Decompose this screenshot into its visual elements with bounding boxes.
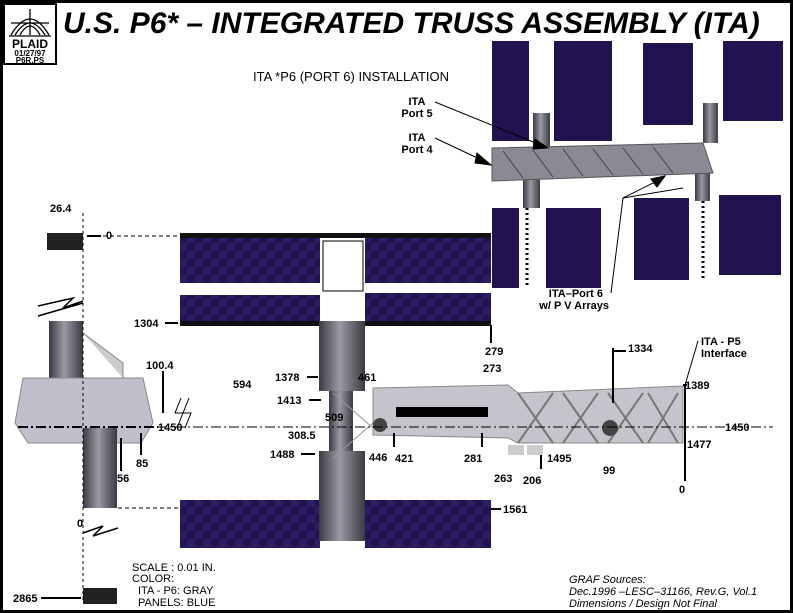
dim-1450-left: 1450 xyxy=(158,422,182,434)
solar-panel xyxy=(180,295,320,325)
solar-panel xyxy=(719,195,781,275)
sources-disclaimer: Dimensions / Design Not Final xyxy=(569,598,718,610)
dim-206: 206 xyxy=(523,475,541,487)
subtitle: ITA *P6 (PORT 6) INSTALLATION xyxy=(253,69,449,84)
solar-panel xyxy=(180,233,320,283)
legend-panels-blue: PANELS: BLUE xyxy=(138,597,215,609)
label-ita-port6-line1: ITA–Port 6 xyxy=(549,288,603,300)
page-title: U.S. P6* – INTEGRATED TRUSS ASSEMBLY (IT… xyxy=(63,7,760,40)
solar-panel xyxy=(554,41,612,141)
dim-308-5: 308.5 xyxy=(288,430,316,442)
solar-panel xyxy=(365,500,491,548)
dim-0-top: 0 xyxy=(106,230,112,242)
dim-2865: 2865 xyxy=(13,593,37,605)
dim-99: 99 xyxy=(603,465,615,477)
dim-1389: 1389 xyxy=(685,380,709,392)
solar-panel xyxy=(643,43,693,125)
solar-panel xyxy=(492,41,529,141)
dim-421: 421 xyxy=(395,453,413,465)
dim-1488: 1488 xyxy=(270,449,294,461)
dim-594: 594 xyxy=(233,379,252,391)
dim-1450-right: 1450 xyxy=(725,422,749,434)
solar-panel xyxy=(492,208,519,288)
main-view xyxy=(103,233,773,548)
dimension-labels: 26.4 0 1304 100.4 594 1450 85 56 0 2865 … xyxy=(13,203,749,605)
p5-interface-line1: ITA - P5 xyxy=(701,336,741,348)
dim-273: 273 xyxy=(483,363,501,375)
logo-name: PLAID xyxy=(12,37,48,51)
dim-279: 279 xyxy=(485,346,503,358)
mast-canister xyxy=(319,321,365,391)
dim-1334: 1334 xyxy=(628,343,653,355)
p5-interface-line2: Interface xyxy=(701,348,747,360)
plaid-logo: PLAID 01/27/97 P6R.PS xyxy=(3,3,57,65)
label-ita-port6-line2: w/ P V Arrays xyxy=(538,300,609,312)
logo-file: P6R.PS xyxy=(16,56,45,65)
dim-0-right: 0 xyxy=(679,484,685,496)
label-ita-port5-line1: ITA xyxy=(409,96,426,108)
dimension-leaders xyxy=(41,235,687,599)
dim-100-4: 100.4 xyxy=(146,360,174,372)
sources-heading: GRAF Sources: xyxy=(569,574,646,586)
dim-1378: 1378 xyxy=(275,372,299,384)
side-view xyxy=(14,213,192,604)
solar-panel xyxy=(365,233,491,283)
solar-panel xyxy=(365,293,491,325)
dim-1477: 1477 xyxy=(687,439,711,451)
legend-color: COLOR: xyxy=(132,573,174,585)
dim-281: 281 xyxy=(464,453,482,465)
diagram-canvas: PLAID 01/27/97 P6R.PS U.S. P6* – INTEGRA… xyxy=(3,3,783,610)
dim-0-bottom: 0 xyxy=(77,518,83,530)
legend-scale: SCALE : 0.01 IN. xyxy=(132,562,216,574)
dim-1304: 1304 xyxy=(134,318,159,330)
dim-446: 446 xyxy=(369,452,387,464)
dim-85: 85 xyxy=(136,458,148,470)
solar-panel xyxy=(723,41,783,121)
dim-263: 263 xyxy=(494,473,512,485)
legend-ita-gray: ITA - P6: GRAY xyxy=(138,585,214,597)
solar-panel xyxy=(634,198,689,280)
dim-1561: 1561 xyxy=(503,504,527,516)
dim-56: 56 xyxy=(117,473,129,485)
solar-panel xyxy=(546,208,601,288)
label-ita-port4-line1: ITA xyxy=(409,132,426,144)
inset-view xyxy=(491,41,783,288)
dim-26-4: 26.4 xyxy=(50,203,72,215)
callout-arrows xyxy=(434,101,684,294)
dim-461: 461 xyxy=(358,372,376,384)
solar-panel xyxy=(180,500,320,548)
sources-document: Dec.1996 –LESC–31166, Rev.G, Vol.1 xyxy=(569,586,757,598)
label-ita-port4-line2: Port 4 xyxy=(401,144,433,156)
dim-1495: 1495 xyxy=(547,453,571,465)
dim-1413: 1413 xyxy=(277,395,301,407)
label-ita-port5-line2: Port 5 xyxy=(401,108,432,120)
mast-canister xyxy=(319,451,365,541)
dim-509: 509 xyxy=(325,412,343,424)
logo-date: 01/27/97 xyxy=(14,49,46,58)
